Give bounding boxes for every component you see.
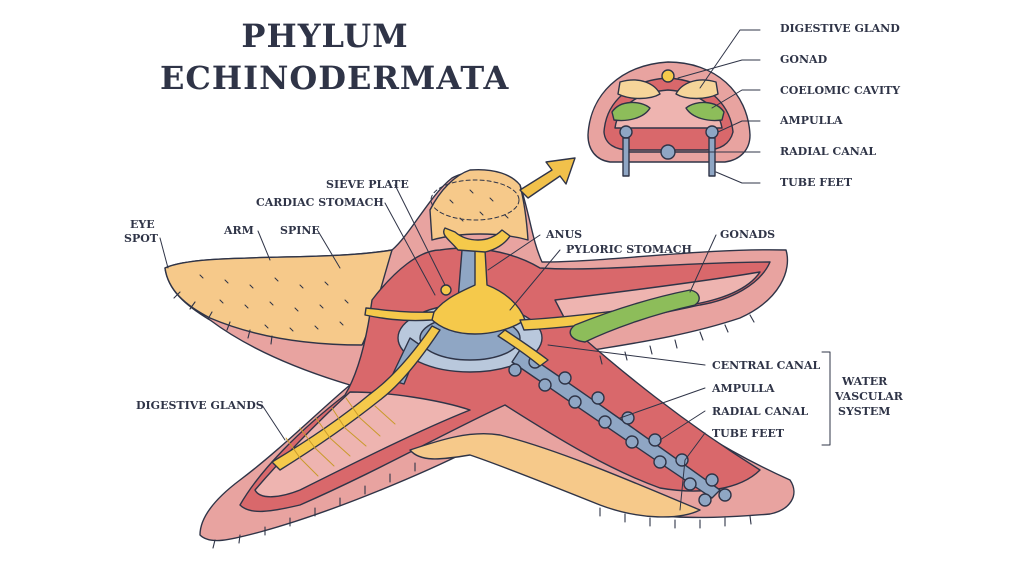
label-radial-canal: RADIAL CANAL	[712, 405, 809, 418]
cross-section-gland-left	[617, 79, 661, 100]
cross-section-radial-canal	[660, 144, 676, 160]
cross-section-ampulla-left	[619, 125, 633, 139]
radial-canal-lower-right	[511, 349, 721, 499]
cross-section-gonad-dot	[661, 69, 675, 83]
label-water-vascular-system-2: VASCULAR	[835, 390, 903, 403]
cross-section-arrow	[519, 157, 576, 199]
label-cs-tube-feet: TUBE FEET	[780, 176, 853, 189]
label-anus: ANUS	[546, 228, 583, 241]
digestive-gland-branches	[285, 397, 396, 477]
label-cs-radial-canal: RADIAL CANAL	[780, 145, 877, 158]
digestive-branch-down	[497, 329, 549, 367]
spines	[173, 291, 755, 549]
arm-surface-texture	[199, 189, 509, 332]
label-digestive-glands: DIGESTIVE GLANDS	[136, 399, 264, 412]
arm-surface	[164, 249, 393, 346]
label-cs-ampulla: AMPULLA	[780, 114, 843, 127]
label-central-canal: CENTRAL CANAL	[712, 359, 821, 372]
lower-arm-rim	[409, 432, 701, 518]
label-tube-feet: TUBE FEET	[712, 427, 785, 440]
label-spine: SPINE	[280, 224, 320, 237]
digestive-glands-lower-left	[271, 325, 441, 471]
label-water-vascular-system-1: WATER	[842, 375, 888, 388]
label-arm: ARM	[224, 224, 254, 237]
label-sieve-plate: SIEVE PLATE	[326, 178, 409, 191]
label-cs-coelomic-cavity: COELOMIC CAVITY	[780, 84, 901, 97]
label-cardiac-stomach: CARDIAC STOMACH	[256, 196, 384, 209]
label-cs-digestive-gland: DIGESTIVE GLAND	[780, 22, 900, 35]
label-gonads: GONADS	[720, 228, 776, 241]
cross-section-tube-feet	[622, 137, 716, 177]
diagram-title-line-2: ECHINODERMATA	[160, 59, 510, 97]
diagram-title-line-1: PHYLUM	[241, 17, 409, 55]
label-eye-spot-1: EYE	[130, 218, 155, 231]
sieve-plate-dot	[440, 284, 452, 296]
top-arm-dashed-outline	[430, 179, 520, 221]
cross-section-gland-right	[675, 79, 719, 100]
digestive-branch-left	[364, 307, 435, 322]
gonads	[569, 289, 700, 343]
pyloric-stomach	[429, 249, 526, 335]
pyloric-caeca-top	[443, 227, 511, 253]
label-eye-spot-2: SPOT	[124, 232, 158, 245]
leader-lines	[159, 29, 831, 511]
label-ampulla: AMPULLA	[712, 382, 775, 395]
label-water-vascular-system-3: SYSTEM	[838, 405, 891, 418]
cross-section-ampulla-right	[705, 125, 719, 139]
label-cs-gonad: GONAD	[780, 53, 828, 66]
label-pyloric-stomach: PYLORIC STOMACH	[566, 243, 692, 256]
tube-feet-group	[508, 355, 732, 507]
cross-section-gonad-left	[611, 101, 651, 122]
